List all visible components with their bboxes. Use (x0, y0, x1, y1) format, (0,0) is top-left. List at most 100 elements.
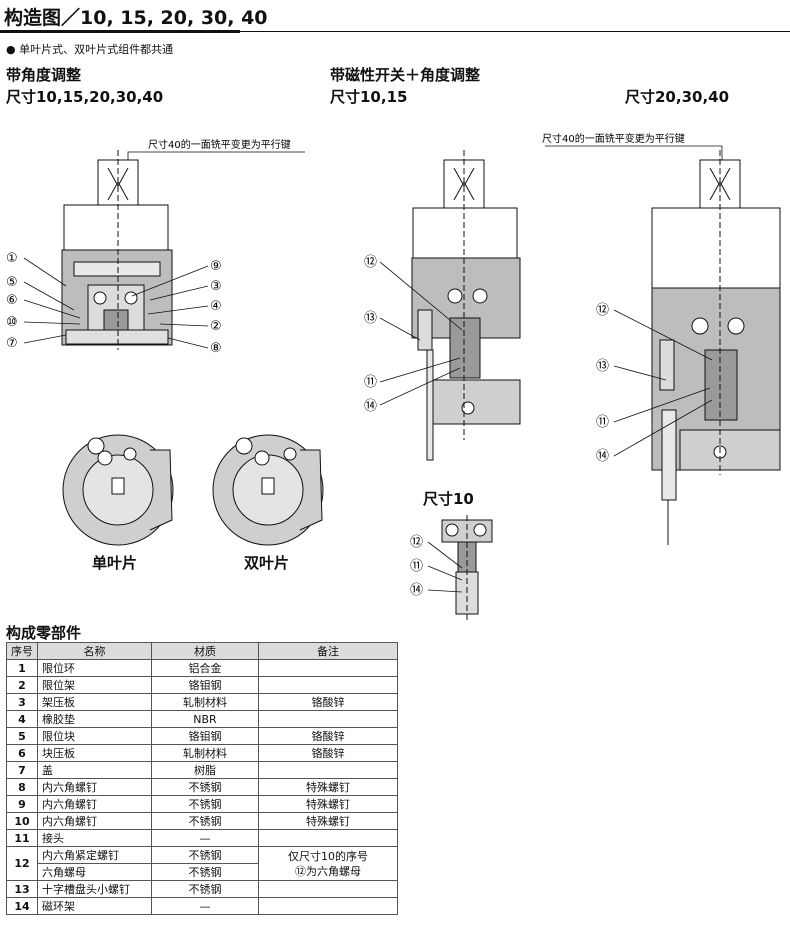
key-note-right: 尺寸40的一面铣平变更为平行键 (542, 132, 685, 145)
callout-6: ⑥ (6, 293, 18, 308)
section-left-size: 尺寸10,15,20,30,40 (6, 88, 164, 106)
callout-8: ⑧ (210, 341, 222, 356)
row-remark: 特殊螺钉 (258, 812, 398, 830)
row-no: 3 (6, 693, 38, 711)
row-name: 橡胶垫 (37, 710, 152, 728)
row-material: — (151, 829, 259, 847)
title-bar: 构造图／10, 15, 20, 30, 40 (0, 0, 790, 34)
section-mid-size: 尺寸10,15 (330, 88, 408, 106)
row-no: 14 (6, 897, 38, 915)
row-name: 块压板 (37, 744, 152, 762)
right-callout-lines (545, 145, 723, 457)
callout-10: ⑩ (6, 315, 18, 330)
left-callout-lines (23, 151, 305, 349)
section-mid-title: 带磁性开关＋角度调整 (330, 66, 481, 84)
header-remark: 备注 (258, 642, 398, 660)
row-remark (258, 676, 398, 694)
header-no: 序号 (6, 642, 38, 660)
row-no: 8 (6, 778, 38, 796)
caption-single-vane: 单叶片 (92, 554, 138, 572)
row-remark: 仅尺寸10的序号 ⑫为六角螺母 (258, 846, 398, 881)
right-sectional-drawing (651, 150, 781, 545)
row-material: 树脂 (151, 761, 259, 779)
row-remark (258, 761, 398, 779)
row-remark (258, 659, 398, 677)
row-no: 4 (6, 710, 38, 728)
mid-sectional-drawing (411, 150, 521, 461)
row-material: — (151, 897, 259, 915)
row-remark: 铬酸锌 (258, 727, 398, 745)
callout-7: ⑦ (6, 336, 18, 351)
row-material: 铬钼钢 (151, 676, 259, 694)
callout-13-mid: ⑬ (364, 311, 377, 326)
title-rule (240, 31, 790, 32)
row-remark: 特殊螺钉 (258, 795, 398, 813)
row-material: 不锈钢 (151, 846, 259, 864)
row-no: 11 (6, 829, 38, 847)
header-material: 材质 (151, 642, 259, 660)
callout-12-mid: ⑫ (364, 255, 377, 270)
parts-table-title: 构成零部件 (6, 624, 82, 642)
row-name: 架压板 (37, 693, 152, 711)
callout-4: ④ (210, 299, 222, 314)
row-no: 5 (6, 727, 38, 745)
callout-2: ② (210, 319, 222, 334)
row-material: 不锈钢 (151, 795, 259, 813)
double-vane-end-view (212, 434, 324, 546)
row-remark (258, 829, 398, 847)
row-material: 不锈钢 (151, 863, 259, 881)
key-note-left: 尺寸40的一面铣平变更为平行键 (148, 138, 291, 151)
row12-remark-line1: 仅尺寸10的序号 (288, 849, 368, 863)
callout-11-detail: ⑪ (410, 559, 423, 574)
caption-double-vane: 双叶片 (244, 554, 290, 572)
detail-size10-drawing (441, 515, 493, 620)
row-no: 13 (6, 880, 38, 898)
row-remark (258, 710, 398, 728)
left-sectional-drawing (61, 150, 173, 350)
row-material: 不锈钢 (151, 778, 259, 796)
page-title: 构造图／10, 15, 20, 30, 40 (4, 7, 268, 29)
callout-11-mid: ⑪ (364, 375, 377, 390)
row-material: 铝合金 (151, 659, 259, 677)
row-name: 内六角螺钉 (37, 812, 152, 830)
title-underline (0, 30, 240, 33)
row-name: 内六角螺钉 (37, 778, 152, 796)
row-name: 限位块 (37, 727, 152, 745)
row-no: 2 (6, 676, 38, 694)
row-name: 盖 (37, 761, 152, 779)
row-remark (258, 880, 398, 898)
table-header-row: 序号 名称 材质 备注 (6, 642, 398, 660)
row-material: 轧制材料 (151, 744, 259, 762)
detail-callout-lines (427, 541, 463, 593)
section-right-size: 尺寸20,30,40 (625, 88, 730, 106)
callout-3: ③ (210, 279, 222, 294)
callout-14-mid: ⑭ (364, 399, 377, 414)
row-material: 轧制材料 (151, 693, 259, 711)
row-no: 6 (6, 744, 38, 762)
row-name: 十字槽盘头小螺钉 (37, 880, 152, 898)
callout-12-right: ⑫ (596, 303, 609, 318)
row12-remark-line2: ⑫为六角螺母 (295, 864, 361, 878)
callout-12-detail: ⑫ (410, 535, 423, 550)
mid-callout-lines (379, 261, 463, 406)
section-detail-size: 尺寸10 (423, 490, 474, 508)
row-material: NBR (151, 710, 259, 728)
row-no: 12 (6, 846, 38, 881)
structure-drawings: ① ⑤ ⑥ ⑩ ⑦ ⑨ ③ ④ ② ⑧ 尺寸40的一面铣平变更为平行键 (6, 132, 781, 620)
row-name: 六角螺母 (37, 863, 152, 881)
row-name: 接头 (37, 829, 152, 847)
row-remark (258, 897, 398, 915)
row-no: 9 (6, 795, 38, 813)
